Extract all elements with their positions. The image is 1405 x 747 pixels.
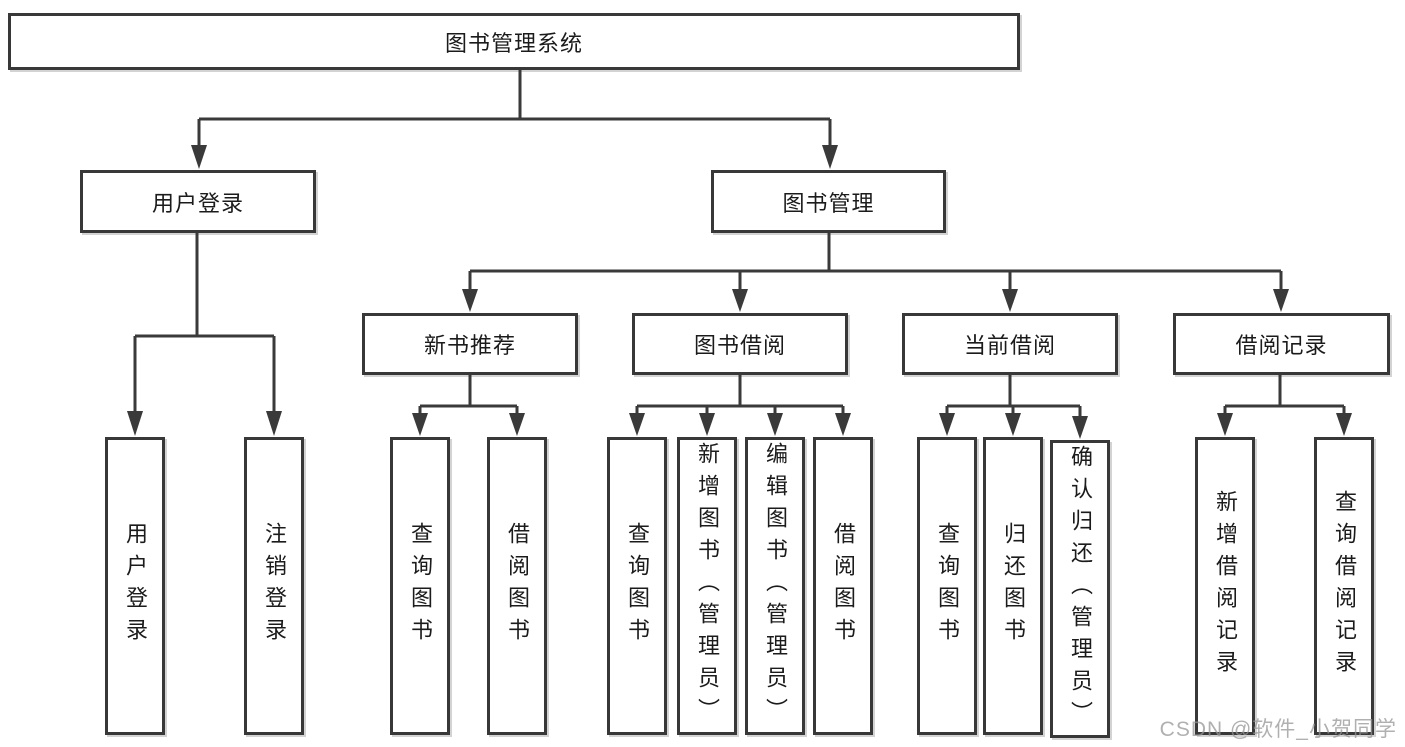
leaf-nb-query-books: 查询图书	[390, 437, 450, 735]
leaf-nb-borrow-books-label: 借阅图书	[505, 522, 530, 650]
arrowhead-cb-leaf1	[939, 413, 955, 436]
node-new-book-recommend-label: 新书推荐	[423, 333, 516, 358]
leaf-logout-label: 注销登录	[262, 522, 287, 650]
leaf-cb-return-books-label: 归还图书	[1001, 522, 1026, 650]
connector-borrow-record-children	[1223, 375, 1346, 416]
arrowhead-current-borrow	[1002, 289, 1018, 312]
leaf-cb-query-books: 查询图书	[917, 437, 977, 735]
arrowhead-user-login	[191, 145, 207, 169]
leaf-bb-borrow-books-label: 借阅图书	[831, 522, 856, 650]
leaf-cb-query-books-label: 查询图书	[935, 522, 960, 650]
connector-user-login-children	[133, 233, 276, 414]
leaf-nb-borrow-books: 借阅图书	[487, 437, 547, 735]
leaf-cb-return-books: 归还图书	[983, 437, 1043, 735]
leaf-user-login-label: 用户登录	[123, 522, 148, 650]
node-current-borrowing: 当前借阅	[902, 313, 1118, 375]
arrowhead-book-mgmt	[822, 145, 838, 169]
node-new-book-recommend: 新书推荐	[362, 313, 578, 375]
arrowhead-bb-leaf2	[699, 413, 715, 436]
leaf-user-login: 用户登录	[105, 437, 165, 735]
arrowhead-nb-leaf1	[412, 413, 428, 436]
leaf-bb-borrow-books: 借阅图书	[813, 437, 873, 735]
connector-book-borrow-children	[635, 375, 845, 416]
leaf-bb-edit-books-admin-label: 编辑图书（管理员）	[763, 442, 788, 730]
leaf-bb-query-books: 查询图书	[607, 437, 667, 735]
connector-root-to-level2	[197, 70, 832, 148]
arrowhead-new-book	[462, 289, 478, 312]
arrowhead-user-login-leaf1	[127, 411, 143, 436]
arrowhead-bb-leaf4	[835, 413, 851, 436]
node-root-label: 图书管理系统	[444, 30, 583, 56]
leaf-br-query-record-label: 查询借阅记录	[1332, 490, 1357, 682]
node-book-management-label: 图书管理	[782, 190, 875, 216]
leaf-logout: 注销登录	[244, 437, 304, 735]
arrowhead-borrow-record	[1273, 289, 1289, 312]
leaf-br-add-record: 新增借阅记录	[1195, 437, 1255, 735]
arrowhead-cb-leaf3	[1072, 416, 1088, 439]
node-user-login: 用户登录	[80, 170, 316, 233]
node-root-system: 图书管理系统	[8, 13, 1020, 70]
leaf-bb-add-books-admin: 新增图书（管理员）	[677, 437, 737, 735]
leaf-br-query-record: 查询借阅记录	[1314, 437, 1374, 735]
node-book-borrowing: 图书借阅	[632, 313, 848, 375]
leaf-nb-query-books-label: 查询图书	[408, 522, 433, 650]
arrowhead-nb-leaf2	[509, 413, 525, 436]
node-borrowing-records: 借阅记录	[1173, 313, 1390, 375]
arrowhead-book-borrow	[732, 289, 748, 312]
arrowhead-br-leaf1	[1217, 413, 1233, 436]
node-current-borrowing-label: 当前借阅	[963, 333, 1056, 358]
node-user-login-label: 用户登录	[151, 190, 244, 216]
connector-new-book-children	[418, 375, 519, 416]
arrowhead-cb-leaf2	[1005, 413, 1021, 436]
arrowhead-user-login-leaf2	[266, 411, 282, 436]
leaf-bb-query-books-label: 查询图书	[625, 522, 650, 650]
node-book-borrowing-label: 图书借阅	[693, 333, 786, 358]
leaf-cb-confirm-return-admin: 确认归还（管理员）	[1050, 440, 1110, 738]
node-borrowing-records-label: 借阅记录	[1235, 333, 1328, 358]
leaf-bb-edit-books-admin: 编辑图书（管理员）	[745, 437, 805, 735]
leaf-br-add-record-label: 新增借阅记录	[1213, 490, 1238, 682]
leaf-bb-add-books-admin-label: 新增图书（管理员）	[695, 442, 720, 730]
arrowhead-bb-leaf3	[767, 413, 783, 436]
arrowhead-bb-leaf1	[629, 413, 645, 436]
leaf-cb-confirm-return-admin-label: 确认归还（管理员）	[1068, 445, 1093, 733]
arrowhead-br-leaf2	[1336, 413, 1352, 436]
connector-book-mgmt-children	[468, 233, 1283, 292]
connector-current-borrow-children	[945, 375, 1082, 419]
node-book-management: 图书管理	[711, 170, 946, 233]
